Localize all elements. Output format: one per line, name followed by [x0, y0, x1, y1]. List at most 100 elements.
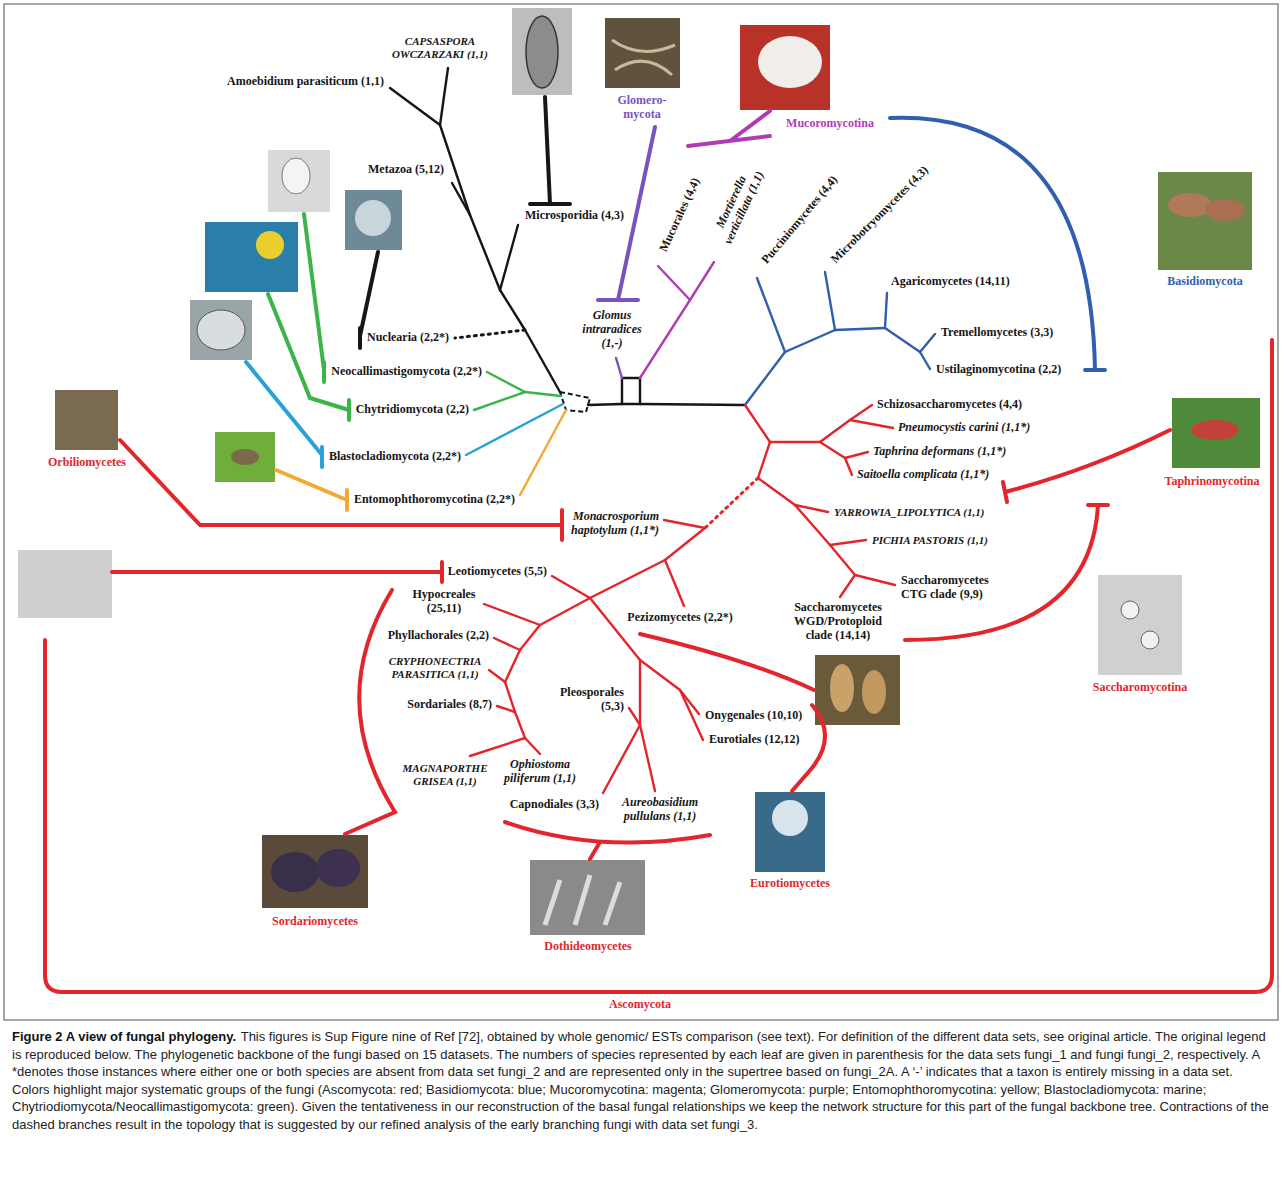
- group-bracket: [505, 822, 710, 859]
- tree-branch: [665, 560, 684, 606]
- taxon-label: Pleosporales (5,3): [555, 686, 625, 714]
- label-slot: YARROWIA_LIPOLYTICA (1,1): [833, 506, 985, 519]
- caption-text: This figures is Sup Figure nine of Ref […: [12, 1029, 1269, 1132]
- label-slot: Entomophthoromycotina (2,2*): [353, 493, 516, 507]
- tree-branch: [639, 660, 641, 725]
- taxon-label: Mortierella verticillata (1,1): [704, 154, 771, 256]
- tree-branch: [745, 352, 785, 405]
- tree-branch: [489, 670, 505, 682]
- taxon-label: Sordariales (8,7): [406, 698, 493, 712]
- taxon-label: Neocallimastigomycota (2,2*): [330, 365, 483, 379]
- photo-detail: [231, 449, 259, 465]
- tree-branch: [665, 528, 705, 560]
- label-slot: Mortierella verticillata (1,1): [704, 154, 771, 256]
- tree-branch: [484, 604, 540, 625]
- group-bracket: [1003, 430, 1170, 502]
- label-slot: Saccharomycetes WGD/Protoploid clade (14…: [788, 601, 888, 642]
- branch-group: [390, 68, 745, 405]
- label-slot: Ustilaginomycotina (2,2): [935, 363, 1062, 377]
- label-slot: Taphrina deformans (1,1*): [872, 445, 1007, 459]
- tree-branch: [487, 372, 525, 392]
- group-label: Sordariomycetes: [271, 915, 359, 929]
- photo-detail: [526, 16, 558, 88]
- tree-branch: [845, 452, 868, 458]
- photo-detail: [256, 231, 284, 259]
- tree-branch: [466, 404, 563, 455]
- label-slot: PICHIA PASTORIS (1,1): [871, 534, 989, 547]
- label-slot: Sordariales (8,7): [406, 698, 493, 712]
- photo: [740, 25, 830, 110]
- taxon-label: Nuclearia (2,2*): [366, 331, 450, 345]
- label-slot: Agaricomycetes (14,11): [890, 275, 1011, 289]
- tree-branch: [540, 598, 590, 625]
- label-slot: Saccharomycetes CTG clade (9,9): [900, 574, 1000, 602]
- tree-branch: [680, 690, 703, 740]
- photo-detail: [1168, 193, 1212, 217]
- label-slot: Phyllachorales (2,2): [387, 629, 490, 643]
- photo: [815, 655, 900, 725]
- tree-branch: [497, 706, 515, 712]
- taxon-label: CAPSASPORA OWCZARZAKI (1,1): [385, 35, 495, 60]
- figure-title: Figure 2 A view of fungal phylogeny.: [12, 1029, 236, 1044]
- group-bracket: [276, 470, 347, 510]
- label-slot: Hypocreales (25,11): [408, 588, 480, 616]
- photo: [262, 835, 368, 908]
- tree-branch: [616, 358, 622, 378]
- taxon-label: Agaricomycetes (14,11): [890, 275, 1011, 289]
- tree-branch: [640, 404, 745, 405]
- label-slot: Pezizomycetes (2,2*): [626, 611, 733, 625]
- taxon-label: Microsporidia (4,3): [524, 209, 625, 223]
- group-bracket: [688, 111, 770, 146]
- tree-branch: [525, 392, 561, 396]
- photo-detail: [271, 852, 319, 892]
- taxon-label: Tremellomycetes (3,3): [940, 326, 1054, 340]
- group-label: Dothideomycetes: [543, 940, 632, 954]
- label-slot: Ophiostoma piliferum (1,1): [500, 758, 580, 786]
- group-label: Orbiliomycetes: [47, 456, 127, 470]
- photo-detail: [355, 200, 391, 236]
- label-slot: CAPSASPORA OWCZARZAKI (1,1): [385, 35, 495, 60]
- network-box: [622, 378, 640, 404]
- photo: [190, 300, 252, 360]
- label-slot: Dothideomycetes: [543, 940, 632, 954]
- label-slot: Glomus intraradices (1,-): [572, 309, 652, 350]
- taxon-label: Aureobasidium pullulans (1,1): [618, 796, 703, 824]
- label-slot: Sordariomycetes: [271, 915, 359, 929]
- label-slot: Saccharomycotina: [1092, 681, 1188, 695]
- label-slot: Aureobasidium pullulans (1,1): [618, 796, 703, 824]
- photo: [1172, 398, 1260, 468]
- taxon-label: Onygenales (10,10): [704, 709, 803, 723]
- taxon-label: Schizosaccharomycetes (4,4): [876, 398, 1023, 412]
- group-bracket: [246, 362, 322, 467]
- tree-branch: [390, 88, 440, 125]
- taxon-label: Eurotiales (12,12): [708, 733, 800, 747]
- tree-branch: [920, 334, 935, 352]
- label-layer: CAPSASPORA OWCZARZAKI (1,1) Amoebidium pa…: [0, 0, 1282, 1030]
- photo: [345, 190, 402, 250]
- label-slot: Orbiliomycetes: [47, 456, 127, 470]
- group-bracket: [530, 97, 570, 204]
- tree-branch: [855, 575, 895, 585]
- photo: [1098, 575, 1182, 675]
- tree-branch: [758, 442, 770, 478]
- photo-detail: [197, 310, 245, 350]
- group-bracket: [304, 214, 324, 382]
- tree-branch: [440, 68, 448, 125]
- label-slot: Amoebidium parasiticum (1,1): [226, 75, 385, 89]
- taxon-label: Leotiomycetes (5,5): [447, 565, 548, 579]
- label-slot: MAGNAPORTHE GRISEA (1,1): [398, 762, 493, 787]
- taxon-label: Glomus intraradices (1,-): [572, 309, 652, 350]
- taxon-label: Microbotryomycetes (4,3): [828, 163, 932, 267]
- label-slot: Capnodiales (3,3): [509, 798, 600, 812]
- photo-detail: [862, 670, 886, 714]
- label-slot: Pleosporales (5,3): [555, 686, 625, 714]
- label-slot: Mucorales (4,4): [656, 175, 703, 255]
- tree-branch: [690, 262, 714, 300]
- photo-detail: [282, 158, 310, 194]
- tree-branch: [785, 330, 835, 352]
- label-slot: Microsporidia (4,3): [524, 209, 625, 223]
- photo-detail: [545, 875, 620, 925]
- tree-branch: [757, 278, 785, 352]
- label-slot: Eurotiales (12,12): [708, 733, 800, 747]
- label-slot: Pneumocystis carini (1,1*): [897, 421, 1031, 435]
